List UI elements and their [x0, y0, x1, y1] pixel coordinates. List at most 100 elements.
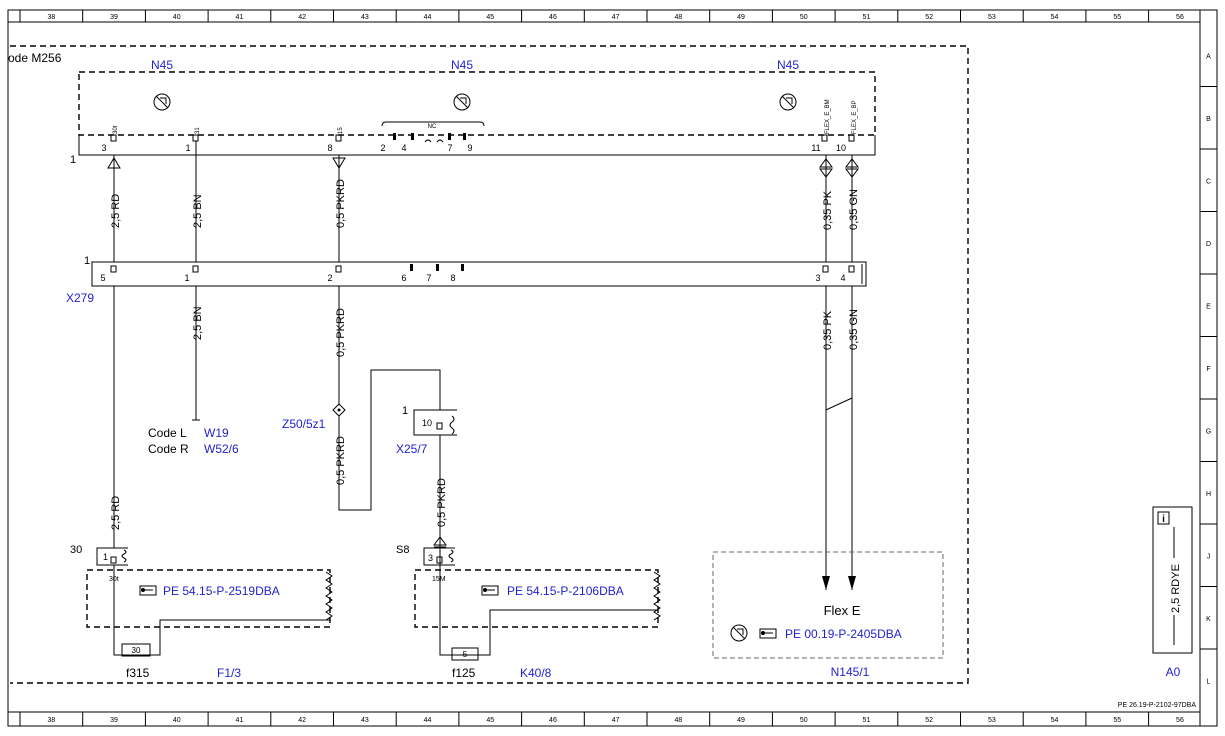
- column-number: 41: [236, 717, 244, 724]
- fuse-value: 30: [132, 646, 141, 655]
- document-id: PE 26.19-P-2102-97DBA: [1118, 702, 1197, 709]
- row-letter: B: [1206, 116, 1211, 123]
- column-number: 46: [549, 717, 557, 724]
- n45-pin: 1: [185, 143, 190, 153]
- column-number: 53: [988, 717, 996, 724]
- wire-label: 0,5 PKRD: [335, 436, 347, 485]
- bidirectional-arrow-icon: [845, 158, 859, 178]
- column-number: 52: [925, 14, 933, 21]
- column-number: 55: [1113, 14, 1121, 21]
- n45-pin: 2: [380, 143, 385, 153]
- module-n45[interactable]: N45 N45 N45 1: [70, 58, 876, 166]
- legend-label: A0: [1166, 665, 1181, 679]
- sheet-border: [7, 9, 1218, 727]
- column-number: 39: [110, 717, 118, 724]
- k40-pin-name: 15M: [432, 576, 446, 583]
- wire-label: 2,5 BN: [192, 306, 204, 340]
- column-number: 44: [424, 717, 432, 724]
- signal-arrow-icon: [433, 536, 447, 548]
- wire-label: 0,5 PKRD: [436, 478, 448, 527]
- column-number: 49: [737, 14, 745, 21]
- fuse-f125[interactable]: [451, 647, 479, 661]
- column-number: 48: [674, 717, 682, 724]
- column-number: 52: [925, 717, 933, 724]
- x279-label: X279: [66, 291, 94, 305]
- k40-pin: 3: [428, 553, 433, 563]
- x279-connector-number: 1: [84, 255, 90, 267]
- column-number: 40: [173, 717, 181, 724]
- n45-pin-name: 30t: [113, 125, 119, 134]
- module-n145-1[interactable]: Flex E PE 00.19-P-2405DBA N145/1: [712, 551, 944, 679]
- column-number: 42: [298, 14, 306, 21]
- row-letter: F: [1206, 366, 1210, 373]
- n45-pin-name: NC: [428, 124, 437, 130]
- column-number: 47: [612, 14, 620, 21]
- column-number: 48: [674, 14, 682, 21]
- row-letter: L: [1207, 678, 1211, 685]
- ground-code-ref: W19: [204, 426, 229, 440]
- fuse-label: f315: [126, 666, 150, 680]
- n45-label: N45: [777, 58, 799, 72]
- row-letter: J: [1207, 553, 1211, 560]
- column-number: 54: [1051, 14, 1059, 21]
- reference-hand-icon: [481, 585, 499, 596]
- fuse-label: f125: [452, 666, 476, 680]
- n45-label: N45: [151, 58, 173, 72]
- column-number: 54: [1051, 717, 1059, 724]
- region-label: ode M256: [8, 51, 62, 65]
- row-letter: H: [1206, 491, 1211, 498]
- wire-label: 0,5 PKRD: [335, 308, 347, 357]
- x25-pin: 10: [422, 418, 432, 428]
- wire-label: 0,5 PKRD: [335, 179, 347, 228]
- ground-code-label: Code R: [148, 442, 189, 456]
- info-icon: [1157, 511, 1170, 525]
- n145-title: Flex E: [824, 603, 861, 618]
- wire-label: 0,35 PK: [822, 310, 834, 350]
- x279-housing: [91, 261, 867, 287]
- coil-icon: [449, 415, 455, 435]
- wire-pk-gn-twisted[interactable]: [825, 286, 853, 411]
- x279-pin: 2: [327, 273, 332, 283]
- n145-housing: [712, 551, 944, 659]
- x279-pin: 5: [100, 273, 105, 283]
- n145-label: N145/1: [831, 665, 870, 679]
- fuse-value: 5: [463, 650, 468, 659]
- x279-pin: 7: [426, 273, 431, 283]
- n45-pin: 9: [467, 143, 472, 153]
- row-letter: C: [1206, 178, 1211, 185]
- x279-pin: 1: [184, 273, 189, 283]
- k40-reference-link[interactable]: PE 54.15-P-2106DBA: [507, 584, 624, 598]
- n45-pin-name: FLEX_E_BP: [852, 100, 858, 134]
- fuse-box-k40-8[interactable]: S8 3 15M PE 54.15-P-2106DBA 5 f125 K40/8: [396, 544, 661, 680]
- n145-reference-link[interactable]: PE 00.19-P-2405DBA: [785, 627, 902, 641]
- reference-hand-icon: [759, 628, 777, 639]
- wire-pkrd-z50-x25[interactable]: [338, 369, 441, 511]
- x25-connector-number: 1: [402, 405, 408, 417]
- z50-label: Z50/5z1: [282, 417, 326, 431]
- n45-pins: [110, 121, 855, 143]
- n45-connector-number: 1: [70, 154, 76, 166]
- wire-label: 0,35 GN: [848, 189, 860, 230]
- fuse-f315[interactable]: [121, 643, 151, 657]
- k40-connector-number: S8: [396, 544, 409, 556]
- n45-housing: [78, 71, 876, 136]
- column-number: 42: [298, 717, 306, 724]
- column-number: 45: [486, 14, 494, 21]
- connector-x279[interactable]: 1 X279 5 1 2 6 7 8 3 4: [66, 255, 867, 305]
- n45-label: N45: [451, 58, 473, 72]
- f1-connector-number: 30: [70, 544, 82, 556]
- column-number: 45: [486, 717, 494, 724]
- control-unit-icon: [779, 93, 797, 111]
- n45-pin-name: 15: [338, 127, 344, 134]
- signal-in-arrow-icon: [332, 157, 346, 169]
- n45-pin-name: FLEX_E_BM: [825, 99, 831, 134]
- n45-pin: 3: [101, 143, 106, 153]
- fuse-box-f1-3[interactable]: 30 1 30t PE 54.15-P-2519DBA 30 f315 F1/3: [70, 544, 333, 680]
- row-letter: K: [1206, 616, 1211, 623]
- wire-label: 0,35 GN: [848, 309, 860, 350]
- f1-reference-link[interactable]: PE 54.15-P-2519DBA: [163, 584, 280, 598]
- x279-pin: 6: [401, 273, 406, 283]
- connector-x25-7[interactable]: 1 10 X25/7: [396, 405, 457, 456]
